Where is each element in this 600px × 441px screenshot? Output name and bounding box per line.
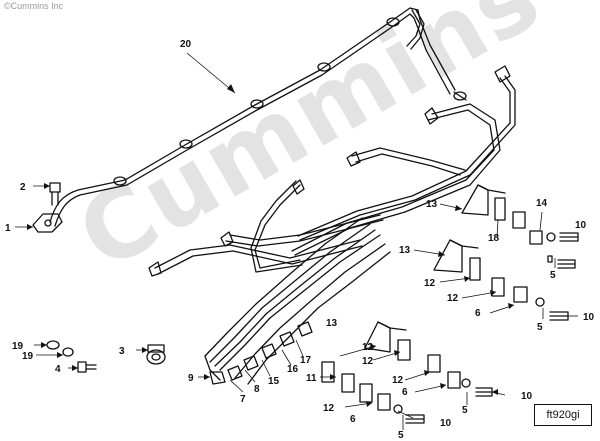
hollow-screw bbox=[77, 361, 97, 373]
figure-id-box: ft920gi bbox=[534, 404, 592, 426]
copyright-text: ©Cummins Inc bbox=[4, 1, 64, 11]
callout-labels: 20 2 1 3 19 19 4 9 7 8 15 16 17 11 13 12… bbox=[5, 39, 595, 441]
callout-6-b: 6 bbox=[402, 387, 408, 398]
callout-13-b: 13 bbox=[399, 245, 411, 256]
callout-12-a: 12 bbox=[424, 278, 436, 289]
callout-5-b: 5 bbox=[537, 322, 543, 333]
injector-line-nuts bbox=[148, 65, 511, 277]
callout-10-c: 10 bbox=[521, 391, 533, 402]
banjo-fitting bbox=[146, 344, 166, 365]
drain-manifold bbox=[49, 7, 456, 227]
bracket-middle bbox=[433, 239, 576, 321]
callout-12-e: 12 bbox=[392, 375, 404, 386]
callout-16: 16 bbox=[287, 364, 299, 375]
banjo-screw bbox=[49, 182, 61, 206]
callout-5-a: 5 bbox=[550, 270, 556, 281]
callout-10-a: 10 bbox=[575, 220, 587, 231]
callout-7: 7 bbox=[240, 394, 246, 405]
callout-19-b: 19 bbox=[22, 351, 34, 362]
callout-17: 17 bbox=[300, 355, 312, 366]
callout-19-a: 19 bbox=[12, 341, 24, 352]
callout-20: 20 bbox=[180, 39, 192, 50]
bracket-lower bbox=[321, 321, 493, 424]
injector-lines-upper bbox=[154, 75, 516, 275]
callout-4: 4 bbox=[55, 364, 61, 375]
callout-12-f: 12 bbox=[323, 403, 335, 414]
callout-18: 18 bbox=[488, 233, 500, 244]
callout-8: 8 bbox=[254, 384, 260, 395]
callout-5-c: 5 bbox=[462, 405, 468, 416]
callout-15: 15 bbox=[268, 376, 280, 387]
callout-6-c: 6 bbox=[350, 414, 356, 425]
callout-13-c: 13 bbox=[326, 318, 338, 329]
callout-6-a: 6 bbox=[475, 308, 481, 319]
arrowheads bbox=[27, 84, 514, 407]
callout-10-d: 10 bbox=[440, 418, 452, 429]
clamp bbox=[32, 213, 63, 233]
callout-10-b: 10 bbox=[583, 312, 595, 323]
callout-12-b: 12 bbox=[447, 293, 459, 304]
callout-12-c: 12 bbox=[362, 342, 374, 353]
bracket-upper bbox=[461, 184, 579, 245]
callout-14: 14 bbox=[536, 198, 548, 209]
callout-5-d: 5 bbox=[398, 430, 404, 441]
callout-11: 11 bbox=[306, 373, 317, 384]
callout-3: 3 bbox=[119, 346, 125, 357]
callout-1: 1 bbox=[5, 223, 11, 234]
drain-fittings bbox=[113, 17, 467, 186]
callout-12-d: 12 bbox=[362, 356, 374, 367]
injector-lines-lower bbox=[204, 217, 391, 385]
callout-2: 2 bbox=[20, 182, 26, 193]
callout-13-a: 13 bbox=[426, 199, 438, 210]
callout-9: 9 bbox=[188, 373, 194, 384]
